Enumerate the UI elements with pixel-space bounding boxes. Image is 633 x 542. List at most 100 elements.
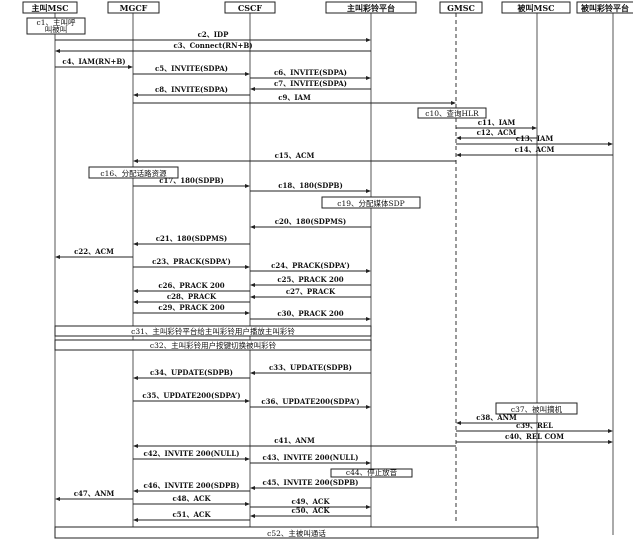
- message-label: c30、PRACK 200: [277, 309, 343, 318]
- arrowhead-icon: [366, 317, 371, 321]
- arrowhead-icon: [133, 444, 138, 448]
- message-label: c34、UPDATE(SDPB): [150, 368, 233, 377]
- note-box: [26, 17, 86, 35]
- message-label: c26、PRACK 200: [158, 281, 224, 290]
- note-box: [54, 526, 539, 539]
- message-label: c2、IDP: [198, 30, 229, 39]
- note-box: [417, 107, 487, 119]
- message-label: c23、PRACK(SDPA’): [152, 257, 231, 266]
- arrowhead-icon: [55, 49, 60, 53]
- message-label: c5、INVITE(SDPA): [155, 64, 228, 73]
- note-box: [330, 468, 413, 478]
- message-label: c15、ACM: [275, 151, 315, 160]
- message-label: c46、INVITE 200(SDPB): [144, 481, 240, 490]
- note-label: c31、主叫彩铃平台给主叫彩铃用户播放主叫彩铃: [131, 326, 295, 336]
- arrowhead-icon: [55, 255, 60, 259]
- message-label: c33、UPDATE(SDPB): [269, 363, 352, 372]
- arrowhead-icon: [245, 399, 250, 403]
- arrowhead-icon: [133, 300, 138, 304]
- arrowhead-icon: [133, 518, 138, 522]
- note-label: c37、被叫摘机: [511, 404, 563, 414]
- arrowhead-icon: [366, 189, 371, 193]
- arrowhead-icon: [608, 429, 613, 433]
- message-label: c29、PRACK 200: [158, 303, 224, 312]
- arrowhead-icon: [366, 269, 371, 273]
- message-label: c20、180(SDPMS): [275, 217, 346, 226]
- message-label: c4、IAM(RN+B): [62, 57, 125, 66]
- message-label: c50、ACK: [291, 506, 330, 515]
- message-label: c11、IAM: [478, 118, 516, 127]
- arrowhead-icon: [250, 283, 255, 287]
- lifeline-label-callee-crbt-platform: 被叫彩铃平台: [581, 3, 629, 13]
- message-label: c12、ACM: [477, 128, 517, 137]
- arrowhead-icon: [608, 440, 613, 444]
- arrowhead-icon: [250, 371, 255, 375]
- arrowhead-icon: [456, 136, 461, 140]
- message-label: c17、180(SDPB): [159, 176, 224, 185]
- lifeline-label-caller-crbt-platform: 主叫彩铃平台: [347, 3, 395, 13]
- lifeline-header-callee-msc: [501, 1, 571, 14]
- lifeline-header-gmsc: [439, 1, 483, 14]
- message-label: c45、INVITE 200(SDPB): [263, 478, 359, 487]
- message-label: c24、PRACK(SDPA’): [271, 261, 350, 270]
- note-box: [495, 402, 578, 415]
- arrowhead-icon: [250, 486, 255, 490]
- message-label: c28、PRACK: [167, 292, 217, 301]
- arrowhead-icon: [250, 514, 255, 518]
- message-label: c8、INVITE(SDPA): [155, 85, 228, 94]
- arrowhead-icon: [133, 93, 138, 97]
- arrowhead-icon: [456, 153, 461, 157]
- lifeline-header-caller-crbt-platform: [325, 1, 417, 14]
- message-label: c7、INVITE(SDPA): [274, 79, 347, 88]
- arrowhead-icon: [245, 184, 250, 188]
- note-label: 叫被叫: [45, 24, 68, 34]
- note-label: c52、主被叫通话: [267, 528, 326, 538]
- arrowhead-icon: [55, 497, 60, 501]
- message-label: c27、PRACK: [286, 287, 336, 296]
- lifeline-header-callee-crbt-platform: [576, 1, 633, 14]
- arrowhead-icon: [133, 242, 138, 246]
- lifeline-header-mgcf: [107, 1, 160, 14]
- arrowhead-icon: [245, 72, 250, 76]
- lifeline-label-caller-msc: 主叫MSC: [32, 3, 69, 13]
- note-label: c10、查询HLR: [425, 108, 479, 118]
- lifeline-header-caller-msc: [22, 1, 78, 14]
- note-box: [88, 166, 179, 179]
- message-label: c39、REL: [516, 421, 553, 430]
- arrowhead-icon: [133, 376, 138, 380]
- arrowhead-icon: [366, 38, 371, 42]
- message-label: c14、ACM: [515, 145, 555, 154]
- lifeline-label-callee-msc: 被叫MSC: [518, 3, 555, 13]
- arrowhead-icon: [245, 502, 250, 506]
- note-label: c44、停止放音: [346, 467, 398, 477]
- message-label: c25、PRACK 200: [277, 275, 343, 284]
- message-label: c47、ANM: [74, 489, 115, 498]
- message-label: c49、ACK: [291, 497, 330, 506]
- message-label: c35、UPDATE200(SDPA’): [142, 391, 240, 400]
- message-label: c9、IAM: [278, 93, 311, 102]
- message-label: c51、ACK: [172, 510, 211, 519]
- arrowhead-icon: [133, 289, 138, 293]
- arrowhead-icon: [250, 225, 255, 229]
- arrowhead-icon: [366, 405, 371, 409]
- lifeline-label-mgcf: MGCF: [120, 3, 148, 13]
- arrowhead-icon: [250, 295, 255, 299]
- message-label: c13、IAM: [516, 134, 554, 143]
- message-label: c38、ANM: [476, 413, 517, 422]
- arrowhead-icon: [245, 311, 250, 315]
- arrowhead-icon: [245, 265, 250, 269]
- message-label: c6、INVITE(SDPA): [274, 68, 347, 77]
- message-label: c3、Connect(RN+B): [173, 41, 252, 50]
- lifeline-label-cscf: CSCF: [238, 3, 263, 13]
- lifeline-header-cscf: [224, 1, 276, 14]
- message-label: c21、180(SDPMS): [156, 234, 227, 243]
- arrowhead-icon: [608, 142, 613, 146]
- arrowhead-icon: [250, 87, 255, 91]
- arrowhead-icon: [128, 65, 133, 69]
- arrowhead-icon: [366, 461, 371, 465]
- note-label: c19、分配媒体SDP: [337, 198, 404, 208]
- arrowhead-icon: [532, 126, 537, 130]
- note-box: [321, 196, 421, 209]
